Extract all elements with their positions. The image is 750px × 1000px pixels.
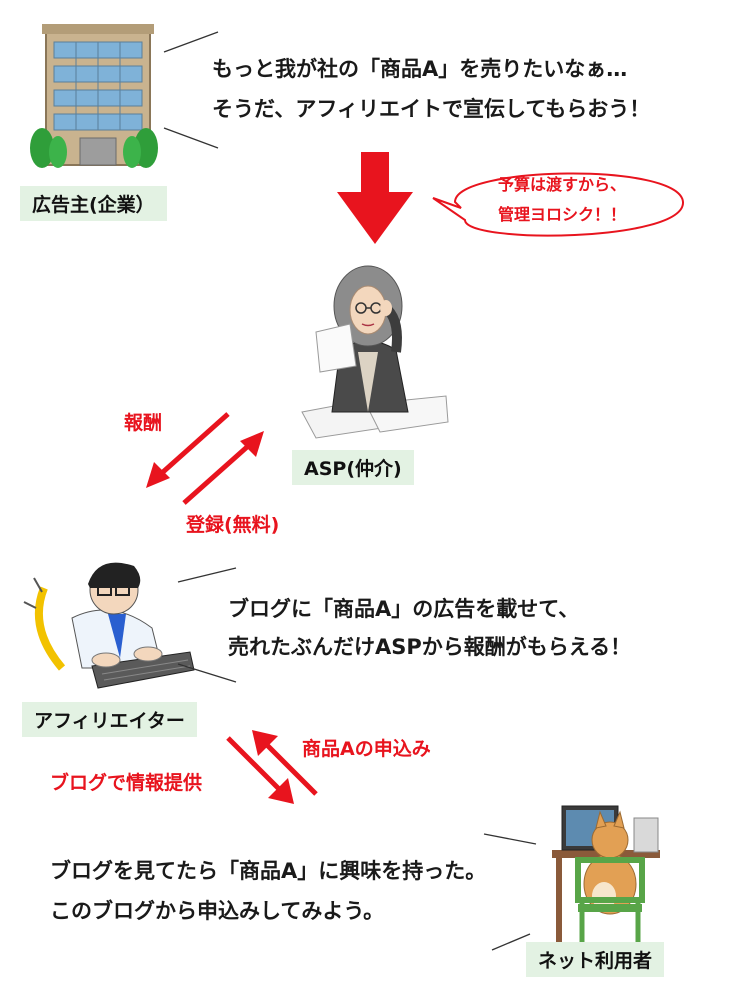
advertiser-speech-line1: もっと我が社の「商品A」を売りたいなぁ… — [212, 57, 628, 81]
speech-bubble — [432, 172, 685, 237]
reward-arrow-icon — [146, 412, 230, 488]
user-speech-line1: ブログを見てたら「商品A」に興味を持った。 — [50, 859, 487, 883]
apply-arrow-icon — [252, 730, 318, 796]
affiliate-label: アフィリエイター — [22, 702, 197, 737]
apply-label: 商品Aの申込み — [302, 738, 431, 760]
user-label: ネット利用者 — [526, 942, 665, 977]
asp-woman-illustration — [301, 265, 449, 439]
affiliate-speech-line1: ブログに「商品A」の広告を載せて、 — [228, 597, 580, 621]
bubble-text-line1: 予算は渡すから、 — [498, 175, 627, 194]
info-label: ブログで情報提供 — [50, 772, 203, 794]
info-arrow-icon — [226, 736, 294, 804]
down-arrow-icon — [337, 152, 413, 244]
advertiser-speech-line2: そうだ、アフィリエイトで宣伝してもらおう！ — [212, 97, 651, 121]
speech-line-decoration — [177, 567, 237, 683]
reward-label: 報酬 — [124, 412, 163, 434]
user-speech-line2: このブログから申込みしてみよう。 — [50, 899, 385, 923]
affiliate-man-illustration — [23, 562, 195, 689]
register-label: 登録(無料) — [186, 514, 280, 536]
net-user-cat-illustration — [552, 805, 660, 946]
office-building-illustration — [30, 24, 158, 168]
bubble-text-line2: 管理ヨロシク！！ — [498, 205, 627, 224]
speech-line-decoration — [483, 833, 537, 951]
affiliate-speech-line2: 売れたぶんだけASPから報酬がもらえる！ — [228, 635, 632, 659]
advertiser-label: 広告主(企業） — [20, 186, 167, 221]
speech-line-decoration — [163, 31, 219, 149]
register-arrow-icon — [182, 431, 264, 505]
asp-label: ASP(仲介) — [292, 450, 414, 485]
